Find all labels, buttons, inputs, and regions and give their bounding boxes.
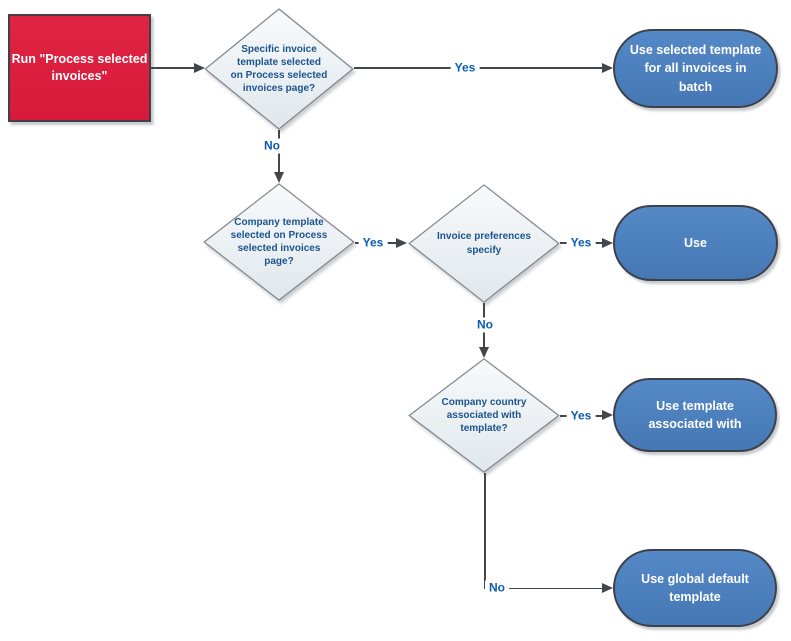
arrowhead-icon [602, 238, 613, 248]
arrowhead-icon [194, 63, 205, 73]
arrowhead-icon [602, 583, 613, 593]
decision-company-template-label: Company template selected on Process sel… [230, 216, 328, 268]
decision-company-template: Company template selected on Process sel… [203, 183, 355, 301]
diamond-shape-icon [408, 358, 560, 473]
terminator-use-global-default: Use global default template [613, 549, 777, 627]
decision-company-country-label: Company country associated with template… [441, 396, 527, 435]
arrowhead-icon [479, 347, 489, 358]
edge-label-no: No [485, 580, 509, 596]
diamond-shape-icon [203, 183, 355, 301]
terminator-use-global-default-label: Use global default template [641, 571, 749, 604]
edge-label-no: No [260, 138, 284, 154]
terminator-use-selected-template-label: Use selected template for all invoices i… [629, 43, 762, 94]
decision-company-country: Company country associated with template… [408, 358, 560, 473]
connector-decision4-no-horizontal [484, 587, 604, 589]
terminator-use-label: Use [684, 235, 707, 250]
arrowhead-icon [396, 238, 407, 248]
edge-label-no: No [473, 317, 497, 333]
diamond-shape-icon [204, 8, 354, 130]
edge-label-yes: Yes [450, 60, 480, 76]
decision-invoice-preferences: Invoice preferences specify [408, 184, 560, 303]
diamond-shape-icon [408, 184, 560, 303]
edge-label-yes: Yes [566, 408, 596, 424]
decision-specific-template-label: Specific invoice template selected on Pr… [230, 43, 328, 95]
decision-specific-template: Specific invoice template selected on Pr… [204, 8, 354, 130]
start-node-label: Run "Process selected invoices" [11, 51, 148, 84]
start-node: Run "Process selected invoices" [8, 14, 151, 122]
terminator-use-selected-template: Use selected template for all invoices i… [613, 29, 778, 108]
terminator-use-template-associated-label: Use template associated with [648, 398, 742, 431]
connector-decision4-no-vertical [484, 473, 486, 589]
decision-invoice-preferences-label: Invoice preferences specify [437, 231, 531, 256]
terminator-use: Use [613, 205, 778, 281]
arrowhead-icon [602, 63, 613, 73]
edge-label-yes: Yes [566, 235, 596, 251]
connector-start-to-decision1 [151, 67, 196, 69]
arrowhead-icon [274, 172, 284, 183]
terminator-use-template-associated: Use template associated with [613, 378, 777, 452]
arrowhead-icon [602, 410, 613, 420]
edge-label-yes: Yes [358, 235, 388, 251]
